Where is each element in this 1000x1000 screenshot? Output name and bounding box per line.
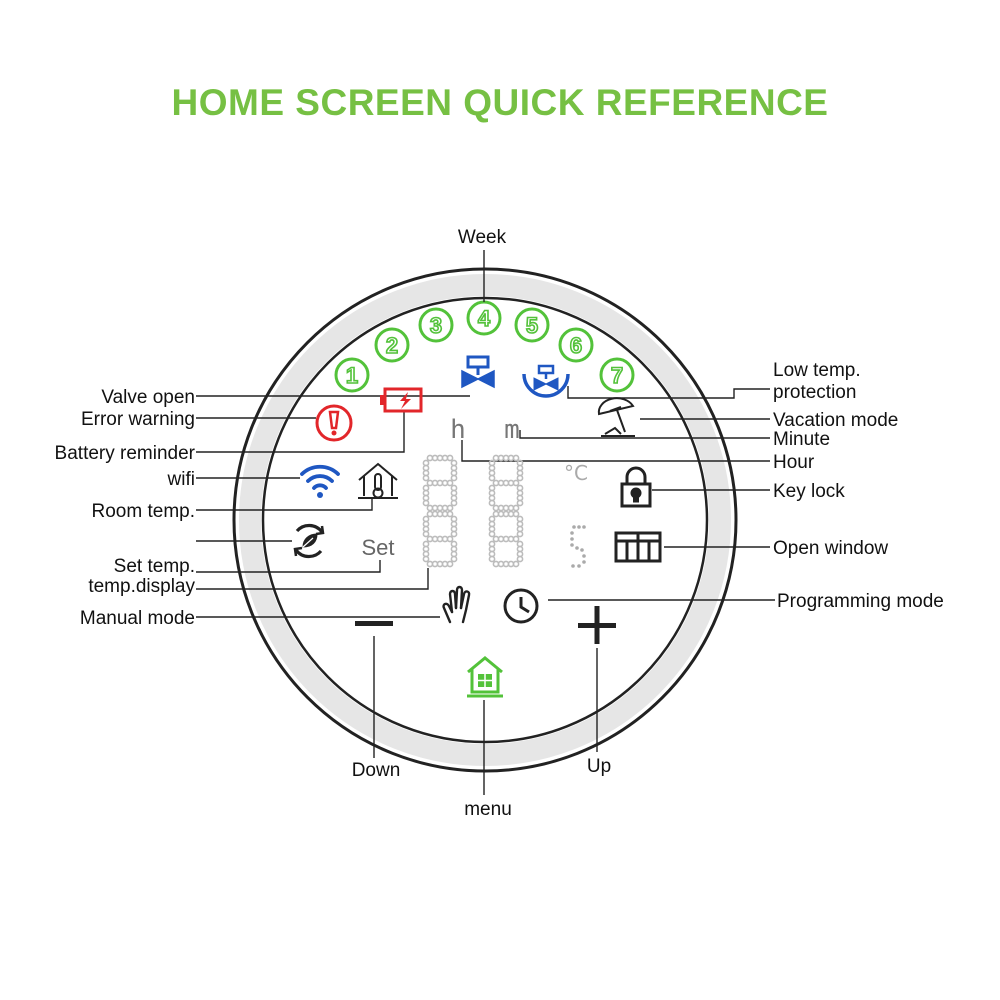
week-day-indicators: 1 2 3 4 5 6 7 xyxy=(334,300,635,393)
week-day-6: 6 xyxy=(558,327,594,363)
week-day-4: 4 xyxy=(466,300,502,336)
segment-dot xyxy=(422,499,430,507)
week-day-number: 6 xyxy=(570,333,582,358)
minute-indicator: m xyxy=(504,415,520,445)
segment-dot xyxy=(422,530,430,538)
label-temp-display: temp.display xyxy=(88,576,195,597)
label-room-temp: Room temp. xyxy=(92,501,195,522)
label-valve-open: Valve open xyxy=(101,387,195,408)
label-up: Up xyxy=(587,756,611,777)
segment-dot xyxy=(446,510,454,518)
label-vacation-mode: Vacation mode xyxy=(773,410,898,431)
plus-icon[interactable] xyxy=(578,606,616,644)
label-menu: menu xyxy=(464,799,512,820)
segment-dot xyxy=(450,499,458,507)
device-bezel xyxy=(232,267,738,773)
label-low-temp-protection-1: Low temp. xyxy=(773,360,861,381)
label-manual-mode: Manual mode xyxy=(80,608,195,629)
segment-dot xyxy=(516,474,524,482)
segment-dot xyxy=(516,499,524,507)
label-down: Down xyxy=(352,760,401,781)
label-battery-reminder: Battery reminder xyxy=(55,443,196,464)
week-day-circle xyxy=(514,307,550,343)
segment-dot xyxy=(446,504,454,512)
segment-dot xyxy=(512,510,520,518)
segment-dot xyxy=(512,504,520,512)
label-open-window: Open window xyxy=(773,538,888,559)
temp-digit-display xyxy=(422,454,524,568)
week-day-circle xyxy=(599,357,635,393)
hand-icon xyxy=(442,585,471,624)
week-day-circle xyxy=(418,307,454,343)
segment-dot xyxy=(512,479,520,487)
label-minute: Minute xyxy=(773,429,830,450)
segment-dot xyxy=(450,474,458,482)
celsius-indicator: °C xyxy=(564,461,588,485)
segment-dot xyxy=(446,535,454,543)
set-indicator: Set xyxy=(361,535,394,560)
segment-dot xyxy=(512,454,520,462)
exclamation-icon xyxy=(315,404,353,442)
label-hour: Hour xyxy=(773,452,815,473)
hour-indicator: h xyxy=(450,415,466,445)
week-day-number: 4 xyxy=(478,306,491,331)
page-title: HOME SCREEN QUICK REFERENCE xyxy=(171,82,829,123)
minus-icon[interactable] xyxy=(355,621,393,626)
segment-dot xyxy=(488,530,496,538)
segment-dot xyxy=(488,555,496,563)
centered-labels: Week Down Up menu xyxy=(352,227,611,820)
segment-dot xyxy=(450,530,458,538)
week-day-circle xyxy=(374,327,410,363)
beach-umbrella-icon xyxy=(597,397,635,437)
week-day-number: 1 xyxy=(346,363,358,388)
week-day-1: 1 xyxy=(334,357,370,393)
week-day-2: 2 xyxy=(374,327,410,363)
segment-dot xyxy=(488,474,496,482)
week-day-7: 7 xyxy=(599,357,635,393)
week-day-number: 5 xyxy=(526,313,538,338)
label-key-lock: Key lock xyxy=(773,481,845,502)
week-day-circle xyxy=(558,327,594,363)
segment-dot xyxy=(516,530,524,538)
week-day-3: 3 xyxy=(418,307,454,343)
week-day-number: 3 xyxy=(430,313,442,338)
segment-dot xyxy=(512,560,520,568)
antifreeze-valve-icon xyxy=(522,364,570,398)
label-low-temp-protection-2: protection xyxy=(773,382,856,403)
segment-dot xyxy=(488,499,496,507)
segment-dot xyxy=(446,479,454,487)
segment-dot xyxy=(422,555,430,563)
window-icon xyxy=(614,531,662,563)
segment-dot xyxy=(450,555,458,563)
wifi-icon xyxy=(300,464,340,498)
valve-icon xyxy=(461,355,495,389)
battery-icon xyxy=(380,387,423,413)
left-labels: Valve open Error warning Battery reminde… xyxy=(55,387,196,629)
label-programming-mode: Programming mode xyxy=(777,591,944,612)
label-set-temp: Set temp. xyxy=(114,556,195,577)
clock-icon xyxy=(503,588,539,624)
segment-dot xyxy=(446,454,454,462)
house-thermometer-icon xyxy=(358,462,398,499)
eco-cycle-icon xyxy=(293,523,325,559)
label-error-warning: Error warning xyxy=(81,409,195,430)
label-wifi: wifi xyxy=(167,469,195,490)
home-menu-icon[interactable] xyxy=(467,656,503,698)
leader-lines xyxy=(196,250,775,795)
segment-dot xyxy=(512,535,520,543)
segment-dot xyxy=(446,560,454,568)
label-week: Week xyxy=(458,227,507,248)
seconds-segment-indicator xyxy=(570,525,586,568)
week-day-number: 7 xyxy=(611,363,623,388)
week-day-circle xyxy=(334,357,370,393)
week-day-number: 2 xyxy=(386,333,398,358)
right-labels: Low temp. protection Vacation mode Minut… xyxy=(773,360,944,612)
segment-dot xyxy=(422,474,430,482)
padlock-icon xyxy=(620,466,652,508)
week-day-5: 5 xyxy=(514,307,550,343)
segment-dot xyxy=(516,555,524,563)
